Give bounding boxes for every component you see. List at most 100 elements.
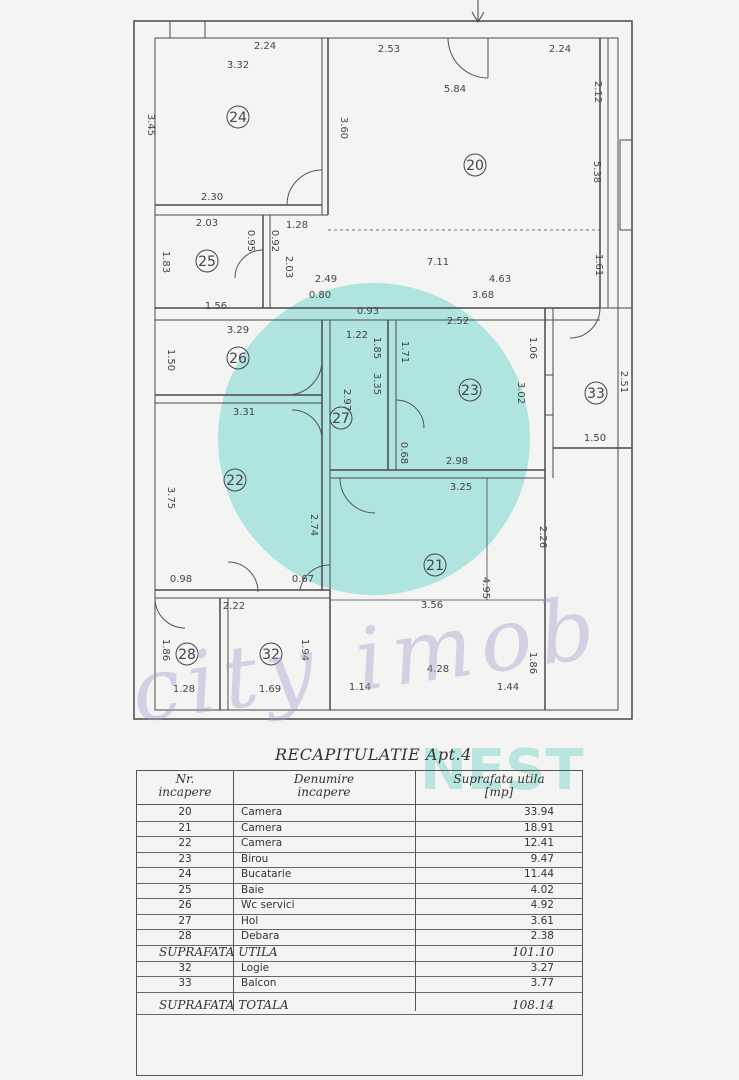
col-divider-2 [415,771,416,1011]
cell-area: 2.38 [530,930,554,942]
dimension-d50: 1.94 [299,639,310,661]
table-row: 26 Wc servici 4.92 [137,898,582,915]
cell-name: Bucatarie [241,868,292,880]
dimension-d27: 1.22 [346,330,368,341]
dimension-d12: 0.95 [245,230,256,252]
dimension-d29: 1.71 [399,341,410,363]
subtotal-row-value: 101.10 [512,944,554,959]
header-nr: Nr. incapere [158,772,212,799]
dimension-d21: 0.80 [309,290,331,301]
plan-walls [133,20,633,720]
room-number-25: 25 [198,254,216,270]
dimension-d33: 3.31 [233,407,255,418]
dimension-d28: 1.85 [371,337,382,359]
room-number-22: 22 [226,473,244,489]
room-number-23: 23 [461,383,479,399]
cell-nr: 23 [178,852,192,865]
dimension-d5: 3.45 [145,114,156,136]
cell-area: 4.92 [530,899,554,911]
room-circle-22 [223,468,247,492]
dimension-d7: 5.84 [444,84,466,95]
dimension-d43: 2.26 [537,526,548,548]
room-circle-33 [584,381,608,405]
subtotal-row: SUPRAFATA UTILA 101.10 [137,945,582,962]
table-row: 22 Camera 12.41 [137,836,582,853]
dimension-d31: 1.50 [165,349,176,371]
cell-nr: 33 [178,977,192,989]
dimension-d1: 2.24 [254,41,276,52]
recap-title: RECAPITULATIE Apt.4 [275,745,472,764]
table-row: 28 Debara 2.38 [137,929,582,946]
dimension-d53: 1.28 [173,684,195,695]
room-number-24: 24 [229,110,247,126]
dimension-d17: 7.11 [427,257,449,268]
cell-nr: 25 [178,883,192,896]
cell-area: 33.94 [523,806,554,818]
dimension-d3: 2.24 [549,44,571,55]
cell-area: 3.61 [530,914,554,927]
dimension-d16: 2.03 [283,256,294,278]
room-number-20: 20 [466,158,484,174]
dimension-d42: 2.74 [308,514,319,536]
dimension-d48: 3.56 [421,600,443,611]
dimension-d10: 2.30 [201,192,223,203]
cell-name: Camera [241,806,283,818]
table-row: 24 Bucatarie 11.44 [137,867,582,884]
cell-area: 12.41 [523,837,554,849]
cell-name: Debara [241,930,280,942]
watermark-logo-circle [218,283,530,595]
dimension-d56: 1.44 [497,682,519,693]
cell-name: Wc servici [241,899,295,911]
cell-nr: 22 [178,837,192,849]
cell-area: 4.02 [530,883,554,896]
cell-nr: 32 [178,961,192,974]
dimension-d41: 3.75 [165,487,176,509]
cell-area: 9.47 [530,852,554,865]
dimension-d19: 2.49 [315,274,337,285]
cell-name: Camera [241,821,283,834]
dimension-d2: 2.53 [378,44,400,55]
dimension-d51: 4.28 [427,664,449,675]
dimension-d35: 3.35 [371,373,382,395]
cell-area: 11.44 [523,868,554,880]
dimension-d32: 2.51 [618,371,629,393]
cell-nr: 28 [178,930,192,942]
dimension-d40: 3.25 [450,482,472,493]
room-circle-28 [175,642,199,666]
entrance-door [447,37,489,79]
dimension-d30: 1.06 [527,337,538,359]
cell-name: Camera [241,837,283,849]
dimension-d20: 4.63 [489,274,511,285]
subtotal-row-label: SUPRAFATA UTILA [159,944,278,959]
dimension-d44: 0.98 [170,574,192,585]
cell-nr: 26 [178,899,192,911]
dimension-d26: 3.29 [227,325,249,336]
dimension-d14: 1.28 [286,220,308,231]
dimension-d49: 1.86 [160,639,171,661]
room-circle-27 [329,406,353,430]
cell-nr: 27 [178,914,192,927]
room-circle-25 [195,249,219,273]
dimension-d9: 5.38 [591,161,602,183]
dimension-d6: 3.60 [338,117,349,139]
outer-wall-inner [154,37,619,711]
cell-nr: 21 [178,821,192,834]
cell-name: Balcon [241,977,277,989]
room-number-33: 33 [587,386,605,402]
recap-table: Nr. incapere Denumire incapere Suprafata… [136,770,583,1076]
dimension-d38: 0.68 [398,442,409,464]
total-row-value: 108.14 [512,997,554,1012]
dimension-d24: 0.93 [357,306,379,317]
room-circle-23 [458,378,482,402]
dimension-d15: 1.83 [160,251,171,273]
dimension-d55: 1.14 [349,682,371,693]
cell-area: 18.91 [523,821,554,834]
room-number-26: 26 [229,351,247,367]
cell-nr: 24 [178,868,192,880]
